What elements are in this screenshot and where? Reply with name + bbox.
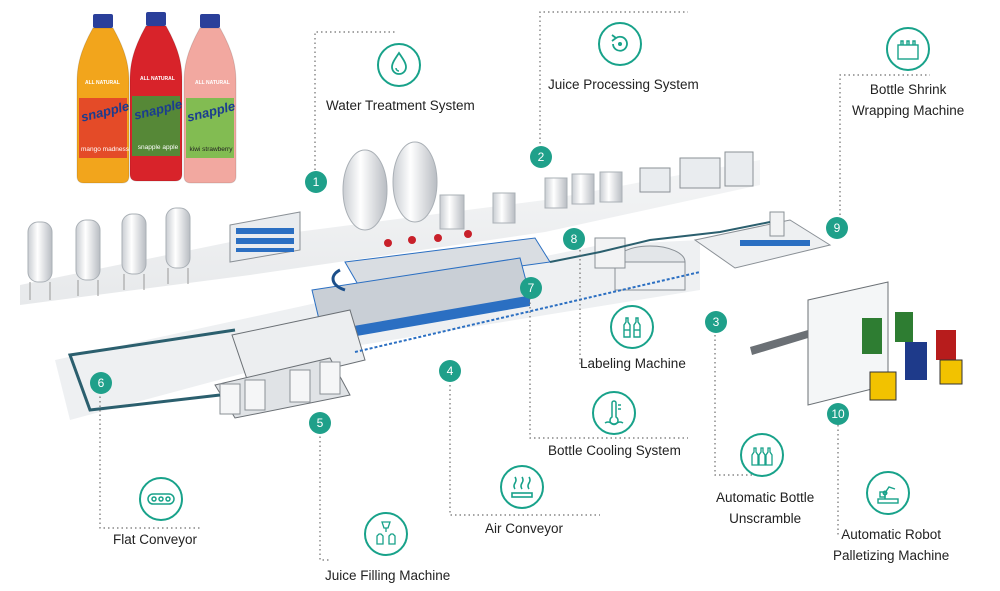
badge-10: 10 [827, 403, 849, 425]
label-unscramble-line1: Automatic Bottle [716, 490, 815, 505]
label-flat-conveyor: Flat Conveyor [113, 532, 198, 547]
juice-tanks [342, 141, 754, 247]
product-bottle [129, 12, 183, 182]
badge-1: 1 [305, 171, 327, 193]
filling-nozzle-icon [364, 512, 408, 556]
badge-6: 6 [90, 372, 112, 394]
product-bottles [76, 12, 237, 184]
thermometer-icon [592, 391, 636, 435]
badge-5: 5 [309, 412, 331, 434]
bottle-label [132, 96, 180, 156]
badge-2: 2 [530, 146, 552, 168]
shrink-wrapper [693, 211, 832, 269]
water-tanks [27, 207, 191, 300]
bottle-pack-icon [886, 27, 930, 71]
bottle-label [186, 98, 234, 158]
label-shrink-line2: Wrapping Machine [852, 103, 965, 118]
leader-lines [99, 11, 930, 561]
label-labeling: Labeling Machine [580, 356, 686, 371]
label-shrink-wrap: Bottle Shrink Wrapping Machine [852, 79, 964, 121]
badge-3: 3 [705, 311, 727, 333]
palletizing-cell [750, 281, 963, 406]
bottle-label [79, 98, 127, 158]
cooling-tunnel [311, 237, 551, 342]
label-cooling: Bottle Cooling System [548, 443, 681, 458]
robot-arm-icon [866, 471, 910, 515]
air-flow-icon [500, 465, 544, 509]
label-filling: Juice Filling Machine [325, 568, 451, 583]
label-palletizing-line1: Automatic Robot [841, 527, 942, 542]
conveyor-belt-icon [139, 477, 183, 521]
water-drop-icon [377, 43, 421, 87]
bottle-3-flavor: kiwi strawberry [189, 146, 233, 153]
label-air-conveyor: Air Conveyor [485, 521, 564, 536]
bottle-1-tag: ALL NATURAL [85, 80, 120, 86]
badge-7: 7 [520, 277, 542, 299]
product-bottle [183, 14, 237, 184]
label-water-treatment: Water Treatment System [326, 98, 475, 113]
conveyor-lines [67, 221, 771, 412]
bottle-cap [93, 14, 113, 28]
bottle-2-flavor: snapple apple [137, 144, 179, 151]
rotate-cycle-icon [598, 22, 642, 66]
bottle-cap [200, 14, 220, 28]
labeling-area [594, 237, 686, 291]
label-unscramble-line2: Unscramble [729, 511, 802, 526]
label-palletizing-line2: Palletizing Machine [833, 548, 950, 563]
label-shrink-line1: Bottle Shrink [869, 82, 947, 97]
ro-unit [229, 211, 301, 263]
label-unscramble: Automatic Bottle Unscramble [716, 487, 814, 529]
label-juice-processing: Juice Processing System [548, 77, 699, 92]
filling-machine [214, 309, 366, 419]
badge-4: 4 [439, 360, 461, 382]
bottles-icon [740, 433, 784, 477]
bottle-2-tag: ALL NATURAL [140, 76, 175, 82]
bottle-cap [146, 12, 166, 26]
bottle-1-flavor: mango madness [80, 146, 130, 153]
product-bottle [76, 14, 130, 184]
labeled-bottles-icon [610, 305, 654, 349]
label-palletizing: Automatic Robot Palletizing Machine [833, 524, 949, 566]
badge-9: 9 [826, 217, 848, 239]
bottle-3-tag: ALL NATURAL [195, 80, 230, 86]
badge-8: 8 [563, 228, 585, 250]
